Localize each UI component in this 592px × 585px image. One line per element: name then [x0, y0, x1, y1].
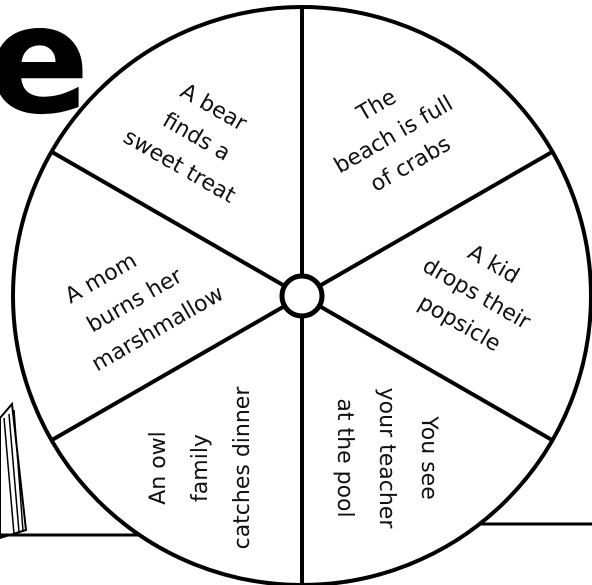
slice-teacher-line-2: your teacher — [374, 388, 399, 530]
slice-teacher-line-1: You see — [416, 415, 441, 499]
slice-owl-line-1: An owl — [146, 431, 171, 505]
slice-teacher-line-3: at the pool — [332, 398, 357, 517]
slice-owl-line-2: family — [188, 434, 213, 502]
slice-owl-line-3: catches dinner — [230, 386, 255, 550]
wheel-hub[interactable] — [282, 276, 322, 316]
card-stack-decoration — [0, 404, 26, 538]
